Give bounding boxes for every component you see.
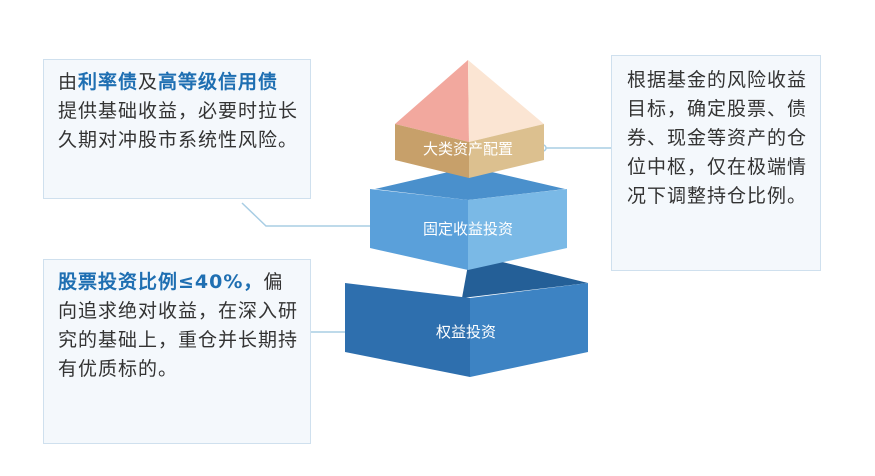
callout-asset-allocation: 根据基金的风险收益目标，确定股票、债券、现金等资产的仓位中枢，仅在极端情况下调整… (611, 55, 821, 271)
callout-text: 偏向追求绝对收益，在深入研究的基础上，重仓并长期持有优质标的。 (58, 271, 299, 380)
block-fixed-income: 固定收益投资 (370, 167, 567, 270)
callout-text: 提供基础收益，必要时拉长久期对冲股市系统性风险。 (58, 100, 299, 151)
block-equity: 权益投资 (345, 254, 588, 377)
connector-top-left (241, 202, 393, 227)
block-asset-allocation: 大类资产配置 (395, 60, 544, 178)
block-fixed-income-label: 固定收益投资 (423, 220, 513, 238)
callout-text: 根据基金的风险收益目标，确定股票、债券、现金等资产的仓位中枢，仅在极端情况下调整… (627, 69, 808, 207)
callout-text: 及 (138, 71, 159, 93)
callout-interest-rate-bonds: 由利率债及高等级信用债提供基础收益，必要时拉长久期对冲股市系统性风险。 (43, 59, 311, 199)
callout-equity-ratio: 股票投资比例≤40%，偏向追求绝对收益，在深入研究的基础上，重仓并长期持有优质标… (43, 259, 311, 444)
block-equity-label: 权益投资 (436, 323, 496, 341)
callout-highlight: 股票投资比例≤40%， (58, 271, 264, 293)
callout-highlight: 利率债 (78, 71, 139, 93)
callout-highlight: 高等级信用债 (158, 71, 279, 93)
block-asset-allocation-label: 大类资产配置 (423, 140, 513, 158)
callout-text: 由 (58, 71, 79, 93)
